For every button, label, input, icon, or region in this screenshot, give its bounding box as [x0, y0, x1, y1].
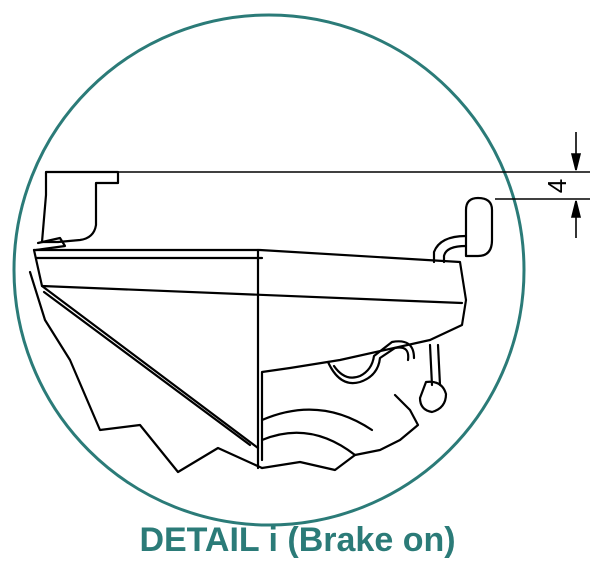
spring-wire-inner: [332, 340, 416, 379]
pad-wedge: [34, 236, 67, 252]
left-wedge-inner: [42, 290, 252, 447]
dimension-value: 4: [542, 179, 572, 193]
brake-pad: [40, 170, 120, 244]
lower-jagged-edge: [28, 270, 264, 474]
lever-bar: [428, 343, 442, 387]
detail-circle: [12, 13, 526, 527]
dimension-lines: [118, 132, 590, 238]
lower-right-jagged: [260, 393, 420, 472]
inner-arc-2: [260, 431, 357, 457]
brake-mechanism: [28, 170, 494, 474]
right-knob: [464, 196, 494, 258]
spring-wire: [326, 346, 410, 385]
lever-pin: [418, 380, 448, 414]
detail-caption: DETAIL i (Brake on): [139, 521, 456, 559]
inner-arc-1: [260, 408, 374, 432]
dimension-arrow-up-icon: [570, 200, 582, 218]
knob-stem: [432, 234, 468, 264]
frame-band: [40, 284, 464, 305]
left-wedge: [32, 248, 260, 450]
frame-body: [32, 248, 468, 462]
dimension-arrow-down-icon: [570, 153, 582, 171]
